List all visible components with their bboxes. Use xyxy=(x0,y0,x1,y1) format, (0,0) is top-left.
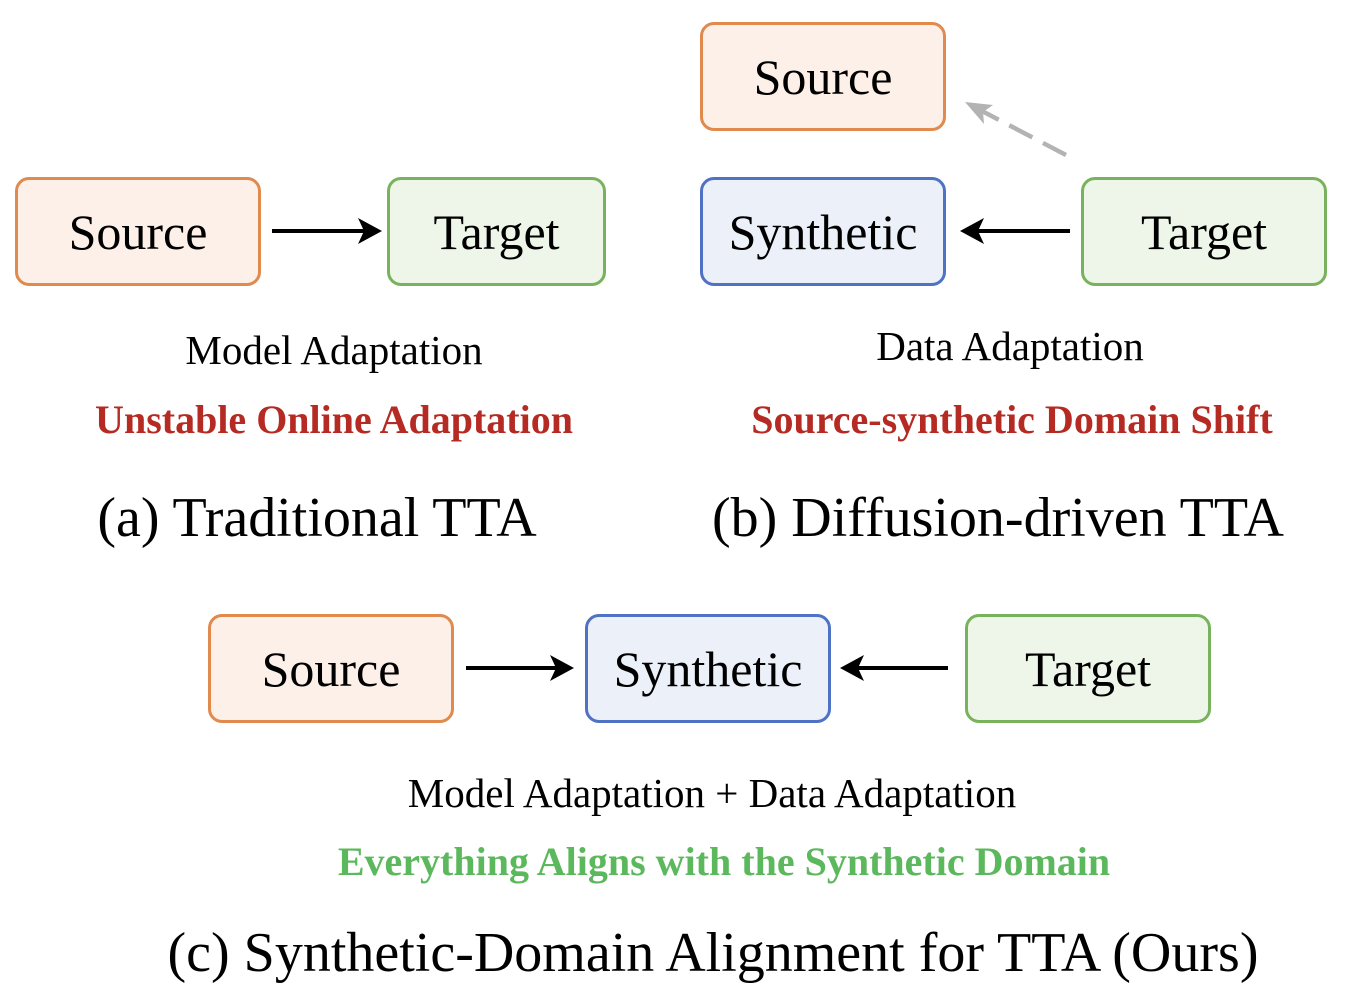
panel-c-note: Everything Aligns with the Synthetic Dom… xyxy=(337,839,1111,884)
panel-b-source-box: Source xyxy=(700,22,946,131)
panel-c-source-box: Source xyxy=(208,614,454,723)
arrow-c-target-to-synthetic xyxy=(840,655,948,681)
panel-b-caption: (b) Diffusion-driven TTA xyxy=(711,487,1285,549)
panel-c-synthetic-box: Synthetic xyxy=(585,614,831,723)
arrow-c-source-to-synthetic xyxy=(466,655,574,681)
panel-a-subtitle: Model Adaptation xyxy=(185,327,483,373)
panel-a-note: Unstable Online Adaptation xyxy=(95,397,573,442)
panel-a-target-box: Target xyxy=(387,177,606,286)
arrow-b-target-to-synthetic xyxy=(960,218,1070,244)
panel-a-caption: (a) Traditional TTA xyxy=(97,487,537,549)
panel-c-target-box: Target xyxy=(965,614,1211,723)
panel-b-note: Source-synthetic Domain Shift xyxy=(751,397,1273,442)
panel-c-subtitle: Model Adaptation + Data Adaptation xyxy=(407,770,1017,816)
panel-a-source-box: Source xyxy=(15,177,261,286)
panel-b-synthetic-box: Synthetic xyxy=(700,177,946,286)
panel-c-caption: (c) Synthetic-Domain Alignment for TTA (… xyxy=(167,922,1259,984)
panel-b-target-box: Target xyxy=(1081,177,1327,286)
arrow-a-source-to-target xyxy=(272,218,382,244)
panel-b-subtitle: Data Adaptation xyxy=(876,323,1144,369)
arrow-b-dashed-target-to-source xyxy=(965,102,1068,157)
